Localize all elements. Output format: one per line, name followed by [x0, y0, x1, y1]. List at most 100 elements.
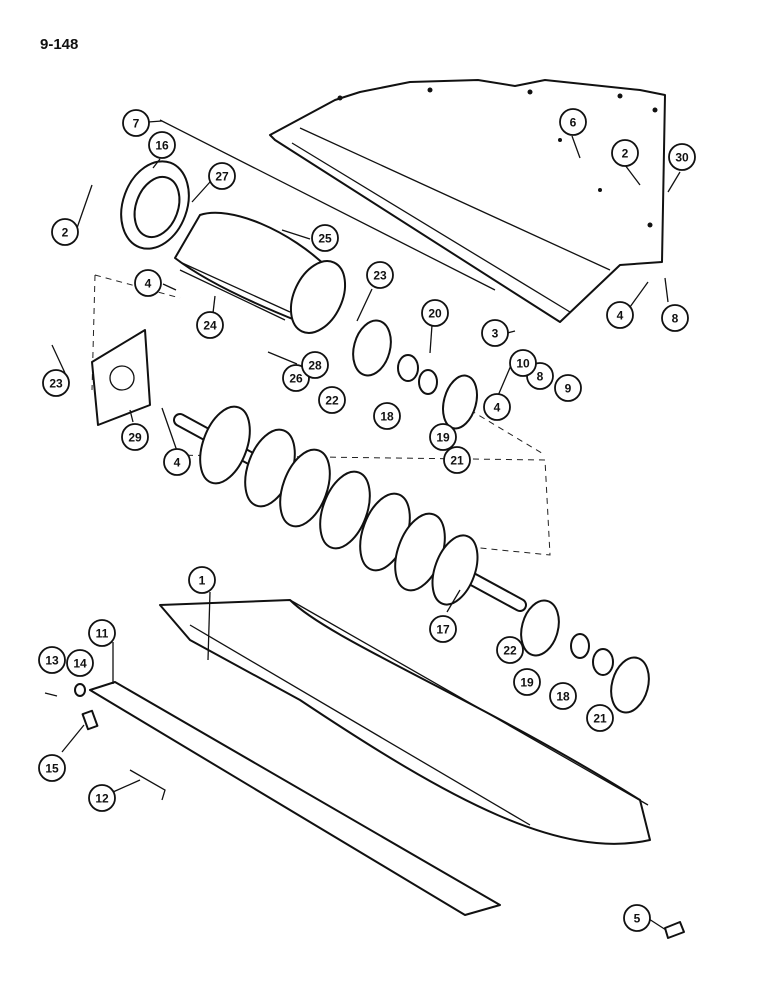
flange-upper	[352, 319, 392, 377]
callout-label: 8	[672, 312, 679, 326]
callout-label: 30	[675, 151, 689, 165]
callout-label: 21	[450, 454, 464, 468]
callout-9: 9	[554, 374, 582, 402]
callout-7: 7	[122, 109, 150, 137]
callout-label: 5	[634, 912, 641, 926]
callout-15: 15	[38, 754, 66, 782]
callout-3: 3	[481, 319, 509, 347]
callout-21: 21	[443, 446, 471, 474]
callout-10: 10	[509, 349, 537, 377]
callout-4: 4	[163, 448, 191, 476]
callout-label: 24	[203, 319, 217, 333]
cover-strip	[89, 681, 501, 916]
callout-label: 4	[174, 456, 181, 470]
bearing-plate	[91, 329, 151, 426]
flange-plate-left	[120, 160, 190, 250]
callout-label: 19	[436, 431, 450, 445]
top-cover-panel	[269, 79, 666, 323]
callout-21: 21	[586, 704, 614, 732]
callout-23: 23	[42, 369, 70, 397]
callout-label: 28	[308, 359, 322, 373]
callout-26: 26	[282, 364, 310, 392]
callout-label: 8	[537, 370, 544, 384]
callout-label: 23	[373, 269, 387, 283]
callout-13: 13	[38, 646, 66, 674]
callout-22: 22	[318, 386, 346, 414]
callout-label: 15	[45, 762, 59, 776]
callout-23: 23	[366, 261, 394, 289]
callout-20: 20	[421, 299, 449, 327]
callout-11: 11	[88, 619, 116, 647]
washer	[74, 683, 86, 697]
callout-label: 25	[318, 232, 332, 246]
callout-18: 18	[549, 682, 577, 710]
callout-5: 5	[623, 904, 651, 932]
auger-trough	[159, 599, 651, 845]
callout-4: 4	[483, 393, 511, 421]
flange-right-upper	[442, 374, 478, 430]
callout-label: 29	[128, 431, 142, 445]
callout-14: 14	[66, 649, 94, 677]
callout-6: 6	[559, 108, 587, 136]
callout-17: 17	[429, 615, 457, 643]
callout-label: 4	[494, 401, 501, 415]
callout-27: 27	[208, 162, 236, 190]
callout-12: 12	[88, 784, 116, 812]
callout-25: 25	[311, 224, 339, 252]
callout-label: 13	[45, 654, 59, 668]
callout-label: 7	[133, 117, 140, 131]
flange-right-lower	[610, 656, 650, 714]
callout-label: 14	[73, 657, 87, 671]
callout-label: 10	[516, 357, 530, 371]
callout-24: 24	[196, 311, 224, 339]
spring	[81, 709, 99, 731]
callout-18: 18	[373, 402, 401, 430]
callout-label: 2	[62, 226, 69, 240]
callout-label: 12	[95, 792, 109, 806]
callout-label: 16	[155, 139, 169, 153]
callout-label: 22	[503, 644, 517, 658]
callout-label: 6	[570, 116, 577, 130]
rod	[159, 119, 496, 291]
callout-label: 18	[556, 690, 570, 704]
callout-4: 4	[606, 301, 634, 329]
page-number: 9-148	[40, 36, 79, 53]
leader-lines	[51, 120, 681, 931]
bolt	[664, 921, 685, 939]
callout-2: 2	[51, 218, 79, 246]
callout-label: 21	[593, 712, 607, 726]
callout-label: 22	[325, 394, 339, 408]
callout-label: 2	[622, 147, 629, 161]
callout-label: 3	[492, 327, 499, 341]
callout-label: 1	[199, 574, 206, 588]
flange-lower	[520, 599, 560, 657]
collar-lower	[570, 633, 590, 659]
callout-1: 1	[188, 566, 216, 594]
callout-19: 19	[429, 423, 457, 451]
callout-label: 27	[215, 170, 229, 184]
callout-30: 30	[668, 143, 696, 171]
callout-28: 28	[301, 351, 329, 379]
callout-4: 4	[134, 269, 162, 297]
callout-22: 22	[496, 636, 524, 664]
collar-upper	[418, 369, 438, 395]
pin	[44, 692, 58, 697]
handle-rod	[129, 769, 166, 801]
callout-label: 4	[617, 309, 624, 323]
callout-label: 23	[49, 377, 63, 391]
callout-label: 19	[520, 676, 534, 690]
callout-16: 16	[148, 131, 176, 159]
tube-cylinder	[174, 211, 347, 334]
callout-label: 20	[428, 307, 442, 321]
auger-shaft	[173, 405, 527, 612]
callout-label: 11	[96, 627, 109, 641]
callout-label: 26	[289, 372, 303, 386]
callout-label: 4	[145, 277, 152, 291]
callout-19: 19	[513, 668, 541, 696]
callout-2: 2	[611, 139, 639, 167]
bearing-upper	[397, 354, 419, 382]
callout-29: 29	[121, 423, 149, 451]
bearing-lower	[592, 648, 614, 676]
